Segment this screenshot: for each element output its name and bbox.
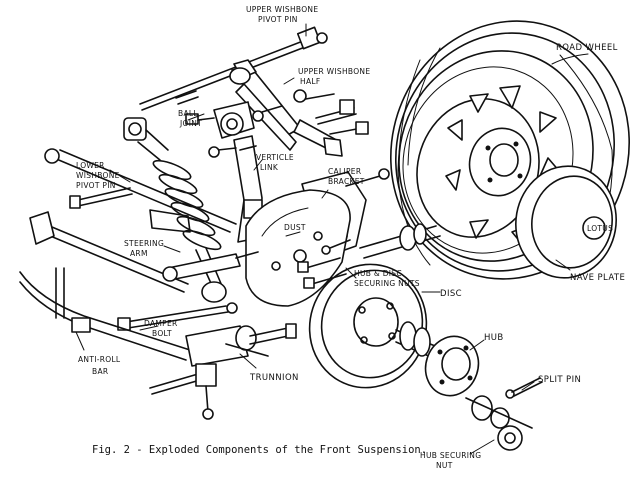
label-lower-wishbone-pivot-pin-2: WISHBONE	[76, 171, 120, 180]
label-ball-joint-1: BALL	[178, 109, 198, 118]
label-lower-wishbone-pivot-pin-1: LOWER	[76, 161, 105, 170]
label-split-pin: SPLIT PIN	[538, 375, 581, 385]
nave-plate-emblem: LOTUS	[587, 224, 613, 233]
hub-securing-nut	[465, 395, 533, 451]
label-damper-bolt-2: BOLT	[152, 329, 172, 338]
label-vertical-link-1: VERTICLE	[256, 153, 294, 162]
labels: UPPER WISHBONE PIVOT PIN UPPER WISHBONE …	[76, 5, 625, 470]
label-road-wheel: ROAD WHEEL	[556, 43, 618, 53]
damper-bolt	[117, 302, 238, 331]
figure-caption: Fig. 2 - Exploded Components of the Fron…	[92, 444, 428, 456]
label-hub: HUB	[484, 333, 504, 343]
upper-wishbone-bolts	[252, 89, 369, 135]
label-hub-securing-nut-2: NUT	[436, 461, 453, 470]
label-anti-roll-bar-2: BAR	[92, 367, 108, 376]
label-steering-arm-2: ARM	[130, 249, 148, 258]
hub-disc-securing-nuts	[297, 239, 351, 289]
label-hub-disc-securing-nuts-2: SECURING NUTS	[354, 279, 420, 288]
label-damper-bolt-1: DAMPER	[144, 319, 178, 328]
label-trunnion: TRUNNION	[249, 373, 299, 383]
leader-lines	[75, 23, 589, 455]
label-vertical-link-2: LINK	[260, 163, 279, 172]
label-nave-plate: NAVE PLATE	[570, 273, 625, 283]
label-ball-joint-2: JOINT	[179, 119, 202, 128]
label-upper-wishbone-half-1: UPPER WISHBONE	[298, 67, 370, 76]
trunnion	[149, 323, 297, 420]
lower-wishbone	[29, 148, 237, 293]
label-upper-wishbone-pivot-pin-2: PIVOT PIN	[258, 15, 298, 24]
label-hub-disc-securing-nuts-1: HUB & DISC	[354, 269, 402, 278]
brake-disc	[308, 263, 428, 389]
label-disc: DISC	[440, 289, 462, 299]
anti-roll-bar	[19, 267, 191, 361]
stub-axle	[359, 223, 441, 259]
nave-plate: LOTUS	[515, 165, 617, 279]
label-upper-wishbone-pivot-pin-1: UPPER WISHBONE	[246, 5, 318, 14]
dust-shield	[245, 189, 351, 307]
label-anti-roll-bar-1: ANTI-ROLL	[78, 355, 121, 364]
label-caliper-bracket-1: CALIPER	[328, 167, 361, 176]
label-hub-securing-nut-1: HUB SECURING	[420, 451, 481, 460]
label-lower-wishbone-pivot-pin-3: PIVOT PIN	[76, 181, 116, 190]
label-dust: DUST	[284, 223, 306, 232]
steering-arm	[162, 251, 259, 282]
label-caliper-bracket-2: BRACKET	[328, 177, 365, 186]
hub	[395, 321, 480, 397]
label-steering-arm-1: STEERING	[124, 239, 164, 248]
upper-wishbone	[229, 59, 343, 157]
label-upper-wishbone-half-2: HALF	[300, 77, 320, 86]
split-pin	[505, 377, 543, 399]
